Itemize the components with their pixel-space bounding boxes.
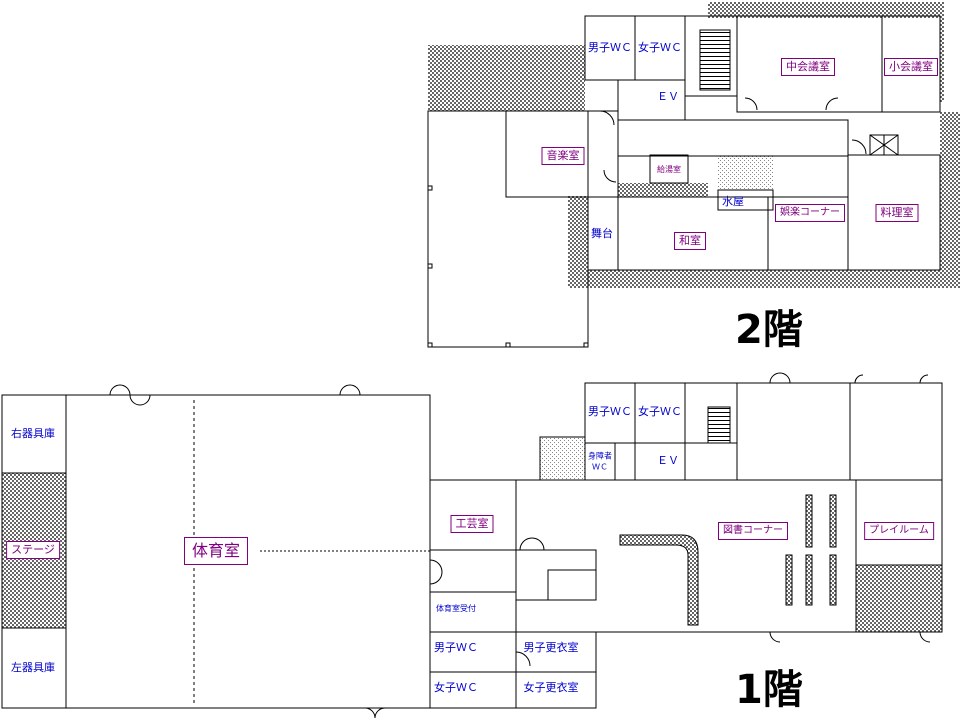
room-label-womens-wc-1f-wing: 女子ＷＣ — [434, 681, 478, 694]
room-label-right-equipment: 右器具庫 — [11, 427, 55, 440]
room-label-accessible-wc-line2: ＷＣ — [592, 462, 608, 472]
room-label-crafts: 工芸室 — [450, 515, 494, 533]
room-label-water-room: 水屋 — [722, 195, 744, 208]
room-label-ev-2f: ＥＶ — [657, 90, 679, 103]
room-label-womens-changing: 女子更衣室 — [523, 681, 579, 694]
room-label-accessible-wc-line1: 身障者 — [588, 451, 612, 461]
room-label-womens-wc-2f: 女子ＷＣ — [638, 41, 682, 54]
room-label-mens-wc-1f-wing: 男子ＷＣ — [434, 641, 478, 654]
room-label-playroom: プレイルーム — [864, 522, 934, 540]
floor-title-1f: 1階 — [735, 667, 803, 713]
room-label-cooking: 料理室 — [875, 204, 919, 222]
room-label-mens-wc-2f: 男子ＷＣ — [588, 41, 632, 54]
room-label-japanese-room: 和室 — [674, 232, 706, 250]
floor-title-2f: 2階 — [735, 307, 803, 353]
room-label-gym: 体育室 — [183, 537, 249, 565]
room-label-left-equipment: 左器具庫 — [11, 661, 55, 674]
room-label-stage-butai: 舞台 — [591, 227, 613, 240]
room-label-ev-1f: ＥＶ — [657, 454, 679, 467]
room-label-mens-wc-1f: 男子ＷＣ — [588, 405, 632, 418]
room-label-stage: ステージ — [6, 541, 60, 559]
room-label-small-meeting: 小会議室 — [884, 58, 938, 76]
room-label-womens-wc-1f: 女子ＷＣ — [638, 405, 682, 418]
room-label-kyutoshitsu: 給湯室 — [656, 165, 682, 175]
room-label-music: 音楽室 — [541, 147, 585, 165]
room-label-middle-meeting: 中会議室 — [781, 58, 835, 76]
second-floor-plan — [427, 2, 960, 348]
room-label-gym-reception: 体育室受付 — [435, 604, 477, 614]
room-label-library: 図書コーナー — [718, 522, 788, 540]
room-label-mens-changing: 男子更衣室 — [523, 641, 579, 654]
room-label-recreation: 娯楽コーナー — [775, 204, 845, 222]
